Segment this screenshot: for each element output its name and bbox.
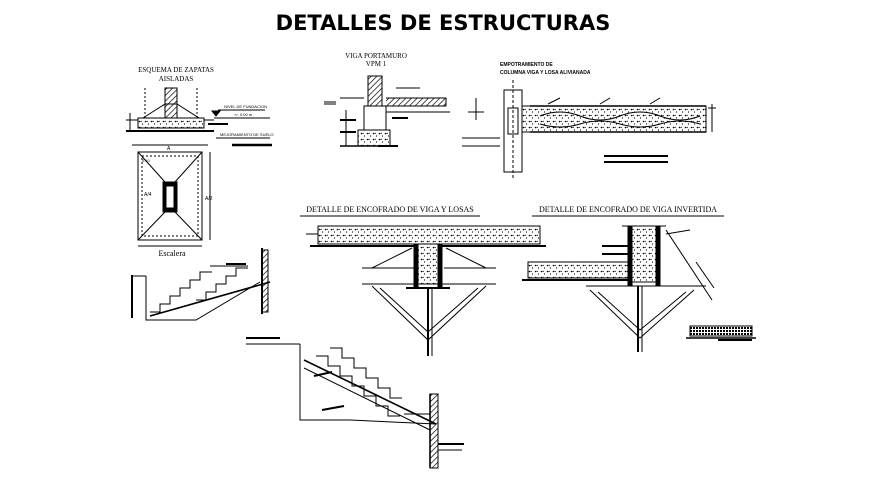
formwork-inverted-beam-title: DETALLE DE ENCOFRADO DE VIGA INVERTIDA: [539, 205, 717, 214]
footing-detail: ESQUEMA DE ZAPATAS AISLADAS NIVEL DE FUN…: [126, 66, 274, 247]
sheet-title: DETALLES DE ESTRUCTURAS: [276, 11, 611, 35]
footing-note-cota: +/- 0.00 m: [234, 112, 253, 117]
footing-plan-d: 0.10: [142, 158, 151, 163]
joint-title-line1: EMPOTRAMIENTO DE: [500, 62, 553, 68]
footing-plan-a2: A/2: [205, 196, 213, 202]
stair-detail-1: Escalera: [131, 248, 271, 321]
footing-note-nivel: NIVEL DE FUNDACION: [224, 104, 267, 109]
beam-slab-formwork-detail: DETALLE DE ENCOFRADO DE VIGA Y LOSAS: [300, 205, 546, 356]
joint-title-line2: COLUMNA VIGA Y LOSA ALIVIANADA: [500, 70, 591, 76]
footing-note-mejoramiento: MEJORAMIENTO DE SUELO: [220, 132, 274, 137]
column-slab-joint-detail: EMPOTRAMIENTO DE COLUMNA VIGA Y LOSA ALI…: [462, 62, 716, 178]
footing-title-line2: AISLADAS: [159, 75, 194, 83]
footing-plan-a4: A/4: [144, 192, 152, 198]
formwork-beam-slab-title: DETALLE DE ENCOFRADO DE VIGA Y LOSAS: [306, 205, 474, 214]
footing-title-line1: ESQUEMA DE ZAPATAS: [138, 66, 214, 74]
inverted-beam-formwork-detail: DETALLE DE ENCOFRADO DE VIGA INVERTIDA: [522, 205, 756, 352]
stair-label: Escalera: [158, 249, 186, 258]
stair-detail-2: [246, 337, 464, 469]
portamuro-title-line2: VPM 1: [366, 60, 387, 68]
portamuro-beam-detail: VIGA PORTAMURO VPM 1: [324, 52, 450, 147]
footing-plan-a: A: [167, 146, 171, 152]
portamuro-title-line1: VIGA PORTAMURO: [345, 52, 407, 60]
